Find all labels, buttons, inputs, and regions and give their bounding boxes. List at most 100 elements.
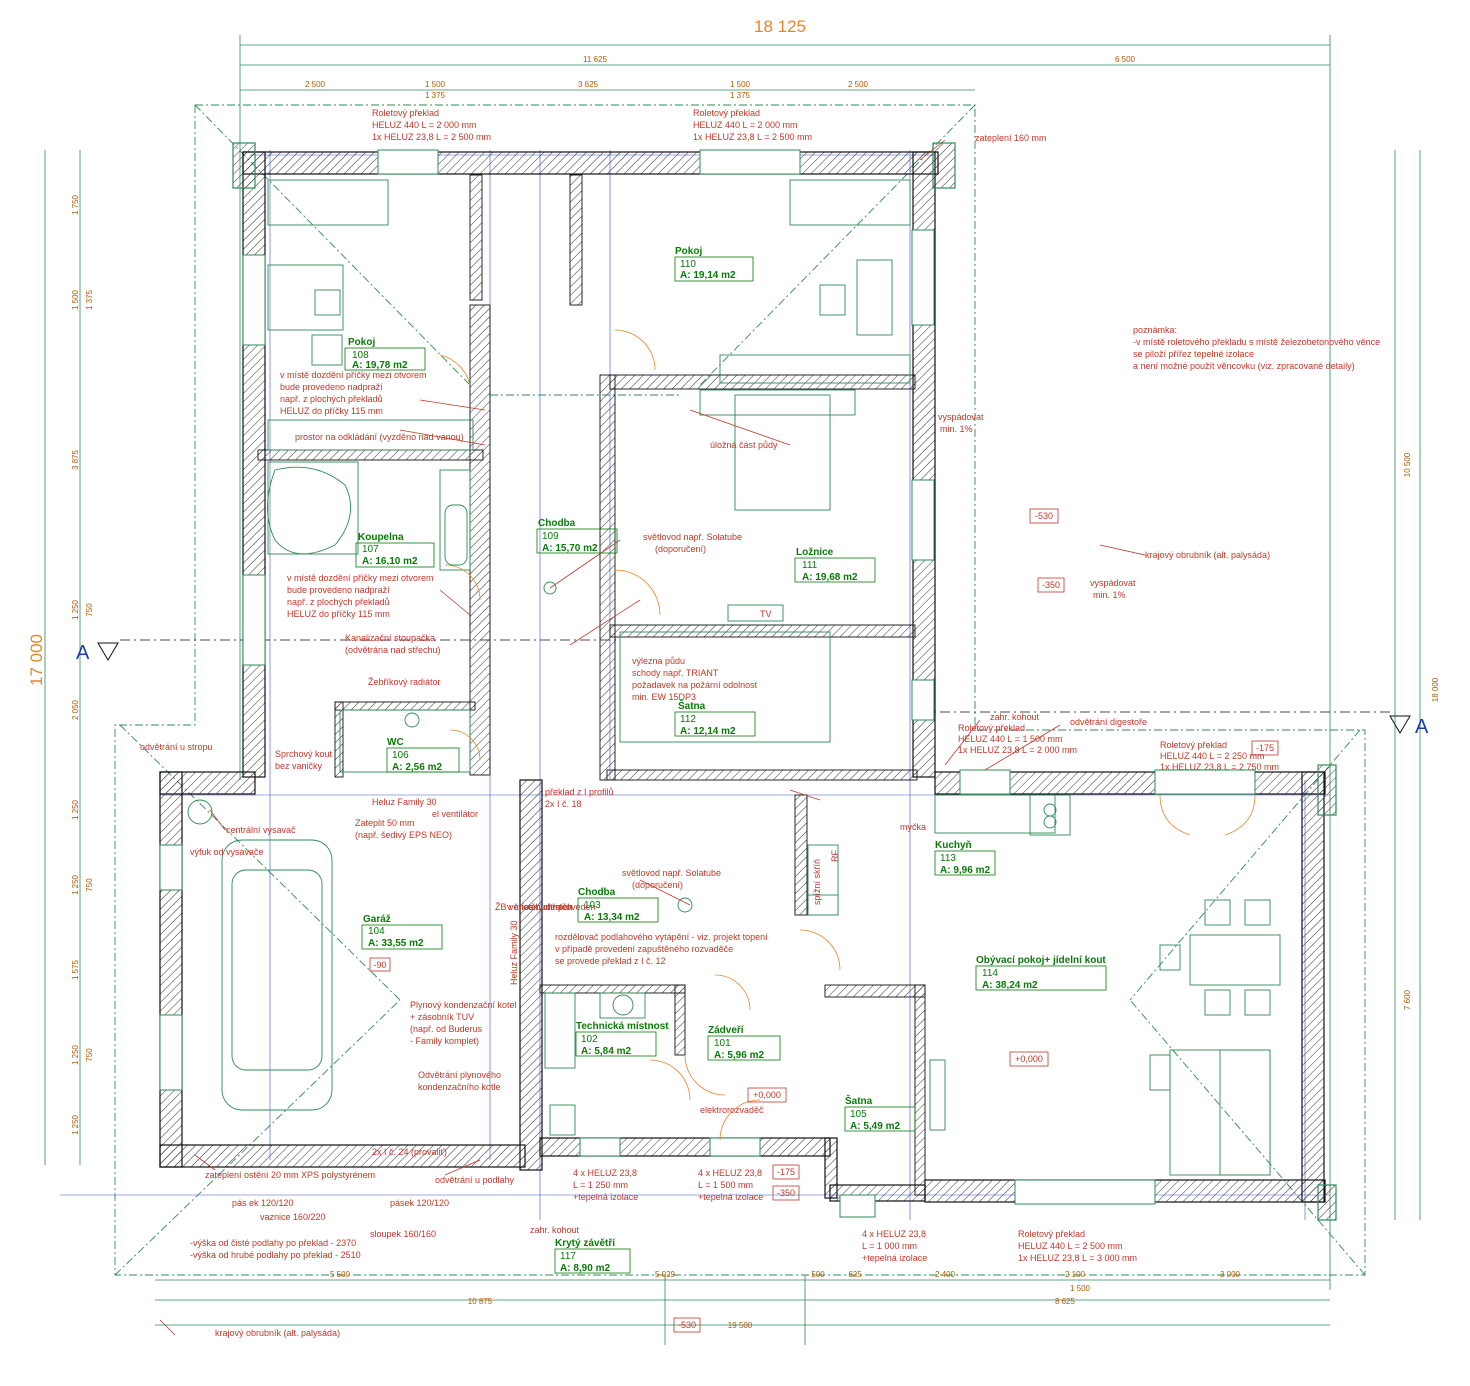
svg-text:A: 19,78 m2: A: 19,78 m2 (352, 360, 408, 371)
doors (439, 329, 1256, 1141)
note-sloupek: sloupek 160/160 (370, 1229, 436, 1239)
svg-text:+0,000: +0,000 (1015, 1054, 1043, 1064)
note-vyspadovat-2: vyspádovat min. 1% (1090, 578, 1138, 600)
corner-pillars (232, 142, 1337, 1221)
note-krajovy-1: krajový obrubník (alt. palysáda) (215, 1328, 340, 1338)
note-heluz-bottom-2: 4 x HELUZ 23,8 L = 1 500 mm +tepelná izo… (698, 1168, 765, 1202)
dim-top-right: 6 500 (1115, 55, 1136, 64)
section-line (120, 639, 1390, 713)
note-preklad-profil: překlad z I profilů 2x I č. 18 (545, 787, 616, 809)
overall-height: 17 000 (27, 634, 46, 686)
note-pasek-1: pás ek 120/120 (232, 1198, 294, 1208)
note-rozdelovac: rozdělovač podlahového vytápění - viz. p… (555, 932, 770, 966)
section-marker-right: A (1389, 715, 1429, 738)
svg-text:Koupelna: Koupelna (358, 532, 404, 543)
dim-top-row-4: 1 500 (730, 80, 751, 89)
room-label: Technická místnost 102 A: 5,84 m2 (575, 1021, 669, 1057)
section-marker-left: A (76, 642, 119, 664)
note-el-ventilator: el ventilátor (432, 809, 478, 819)
dim-bottom-7: 3 000 (1220, 1270, 1241, 1279)
dim-left-10: 1 250 (71, 1114, 80, 1135)
svg-text:A: A (76, 642, 90, 664)
note-vyska: -výška od čisté podlahy po překlad - 237… (190, 1238, 361, 1260)
dim-left-3: 3 875 (71, 449, 80, 470)
level-marker: -350 (772, 1185, 800, 1201)
svg-text:104: 104 (368, 926, 385, 937)
svg-text:-350: -350 (777, 1188, 795, 1198)
room-label: Šatna 112 A: 12,14 m2 (674, 699, 756, 737)
note-prostor: prostor na odkládání (vyzděno nad vanou) (295, 432, 464, 442)
svg-text:Pokoj: Pokoj (675, 246, 702, 257)
furniture (187, 179, 1281, 1176)
svg-text:-530: -530 (678, 1320, 696, 1330)
svg-text:109: 109 (542, 531, 559, 542)
room-label: Pokoj 108 A: 19,78 m2 (344, 337, 426, 371)
svg-text:Chodba: Chodba (538, 518, 576, 529)
note-svetlovod-1: světlovod např. Solatube (doporučení) (643, 532, 745, 554)
svg-text:108: 108 (352, 350, 369, 361)
note-roleta-right-2: Roletový překlad HELUZ 440 L = 2 250 mm … (1160, 740, 1279, 772)
svg-text:A: 5,96 m2: A: 5,96 m2 (714, 1050, 764, 1061)
dim-left-4: 1 250 (71, 599, 80, 620)
svg-text:Ložnice: Ložnice (796, 547, 834, 558)
svg-text:A: 2,56 m2: A: 2,56 m2 (392, 762, 442, 773)
note-plynovy-kotel: Plynový kondenzační kotel + zásobník TUV… (410, 1000, 519, 1046)
note-krajovy-2: krajový obrubník (alt. palysáda) (1145, 550, 1270, 560)
note-elektrorozvadec: elektrorozvaděč (700, 1105, 764, 1115)
note-tv: TV (760, 609, 772, 619)
svg-text:+0,000: +0,000 (753, 1090, 781, 1100)
note-zatepleni: zateplení 160 mm (975, 133, 1047, 143)
room-label: Krytý závětří 117 A: 8,90 m2 (554, 1238, 631, 1274)
note-mycka: myčka (900, 822, 926, 832)
note-spizni-skrin: spížní skříň (812, 859, 822, 905)
svg-text:117: 117 (560, 1251, 576, 1262)
room-label: Chodba 103 A: 13,34 m2 (577, 887, 659, 923)
note-poznamka: poznámka: -v místě roletového překladu s… (1133, 325, 1383, 371)
svg-text:101: 101 (714, 1038, 731, 1049)
level-marker: -350 (1037, 577, 1065, 593)
note-ulozna: úložná část půdy (710, 440, 778, 450)
dim-left-sub-3: 750 (85, 878, 94, 892)
svg-text:A: 19,14 m2: A: 19,14 m2 (680, 270, 736, 281)
svg-text:112: 112 (680, 714, 696, 725)
svg-text:114: 114 (982, 968, 998, 979)
dim-bottom-4: 625 (848, 1270, 862, 1279)
level-marker: -90 (369, 957, 391, 972)
note-zatepleni-osteni: zateplení ostění 20 mm XPS polystyrénem (205, 1170, 375, 1180)
dim-right-sub-1: 10 500 (1403, 452, 1412, 477)
roof-outline (114, 104, 1366, 1276)
svg-text:A: 38,24 m2: A: 38,24 m2 (982, 980, 1038, 991)
svg-text:-175: -175 (1256, 743, 1274, 753)
note-dozdeni-2: v místě dozdění příčky mezi otvorem bude… (287, 573, 436, 619)
svg-text:106: 106 (392, 750, 409, 761)
note-svetlovod-2: světlovod např. Solatube (doporučení) (622, 868, 724, 890)
svg-text:A: 5,49 m2: A: 5,49 m2 (850, 1121, 900, 1132)
leader-lines (159, 139, 1146, 1336)
dim-top2-2: 1 375 (730, 91, 751, 100)
svg-text:Pokoj: Pokoj (348, 337, 375, 348)
svg-text:A: 9,96 m2: A: 9,96 m2 (940, 865, 990, 876)
dim-top2-1: 1 375 (425, 91, 446, 100)
note-odvetrani-digestore: odvětrání digestoře (1070, 717, 1147, 727)
svg-text:-90: -90 (373, 960, 386, 970)
note-provalit: 2x I č. 24 (provaliť) (372, 1147, 447, 1157)
level-marker: -175 (772, 1164, 800, 1180)
svg-text:A: 13,34 m2: A: 13,34 m2 (584, 912, 640, 923)
overall-width: 18 125 (754, 17, 806, 36)
svg-text:Šatna: Šatna (678, 699, 706, 712)
dim-right-height: 18 000 (1431, 677, 1440, 702)
note-odvetrani-podlahy: odvětrání u podlahy (435, 1175, 515, 1185)
dim-bottom-mid-2: 8 625 (1055, 1297, 1076, 1306)
exterior-walls (159, 151, 1326, 1203)
dim-bottom-3: 500 (811, 1270, 825, 1279)
dim-left-sub-4: 750 (85, 1048, 94, 1062)
note-centralni-vysavac: centrální vysavač (226, 825, 296, 835)
dim-top-row-1: 2 500 (305, 80, 326, 89)
svg-text:105: 105 (850, 1109, 867, 1120)
note-vyfuk: výfuk od vysavače (190, 847, 264, 857)
note-roleta-bottom: Roletový překlad HELUZ 440 L = 2 500 mm … (1018, 1229, 1137, 1263)
dim-top-row-2: 1 500 (425, 80, 446, 89)
note-dozdeni-1: v místě dozdění příčky mezi otvorem bude… (280, 370, 429, 416)
room-label: Zádveří 101 A: 5,96 m2 (707, 1025, 781, 1061)
svg-text:Garáž: Garáž (363, 914, 391, 925)
